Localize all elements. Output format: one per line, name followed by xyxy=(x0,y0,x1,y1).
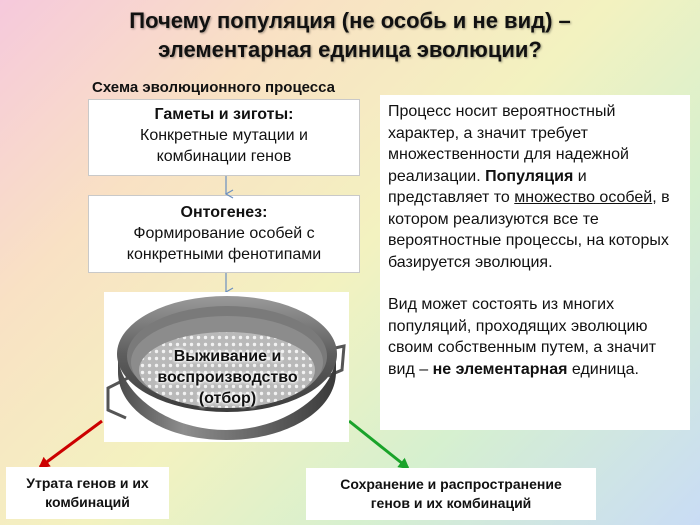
title-line-2: элементарная единица эволюции? xyxy=(158,37,542,62)
page-title: Почему популяция (не особь и не вид) – э… xyxy=(0,6,700,64)
gametes-text-line-2: комбинации генов xyxy=(156,148,292,165)
gametes-zygotes-box: Гаметы и зиготы: Конкретные мутации и ко… xyxy=(88,99,360,176)
explanation-box: Процесс носит вероятностный характер, а … xyxy=(380,95,690,430)
p1-text-c: и представляет то xyxy=(388,167,587,207)
p2-text-a: Вид может состоять из многих популяций, … xyxy=(388,296,657,378)
title-line-1: Почему популяция (не особь и не вид) – xyxy=(129,8,571,33)
selection-line-3: (отбор) xyxy=(198,390,257,407)
outcome-loss-line-1: Утрата генов и их xyxy=(26,475,149,491)
outcome-loss-box: Утрата генов и их комбинаций xyxy=(6,467,169,519)
p1-text-a: Процесс носит вероятностный характер, а … xyxy=(388,103,629,185)
outcome-loss-line-2: комбинаций xyxy=(45,494,130,510)
ontogenesis-text-line-2: конкретными фенотипами xyxy=(126,246,322,263)
p2-text-c: единица. xyxy=(567,360,639,378)
arrow-preservation xyxy=(348,419,410,470)
arrow-loss xyxy=(38,419,103,469)
gametes-text-line-1: Конкретные мутации и xyxy=(140,127,308,144)
p1-underline-set: множество особей xyxy=(514,189,653,206)
sieve-image xyxy=(104,292,349,442)
outcome-preservation-box: Сохранение и распространение генов и их … xyxy=(306,468,596,520)
selection-line-2: воспроизводство xyxy=(157,369,298,386)
p2-bold-not-elementary: не элементарная xyxy=(432,360,568,378)
outcome-preservation-line-2: генов и их комбинаций xyxy=(370,495,532,511)
explanation-paragraph-2: Вид может состоять из многих популяций, … xyxy=(388,294,682,380)
selection-line-1: Выживание и xyxy=(173,348,282,365)
p1-bold-population: Популяция xyxy=(485,167,574,185)
gametes-heading: Гаметы и зиготы: xyxy=(154,106,294,123)
ontogenesis-box: Онтогенез: Формирование особей с конкрет… xyxy=(88,195,360,273)
ontogenesis-heading: Онтогенез: xyxy=(180,204,268,221)
outcome-preservation-line-1: Сохранение и распространение xyxy=(340,476,562,492)
selection-label: Выживание и воспроизводство (отбор) xyxy=(140,346,315,409)
p1-text-e: , в котором реализуются все те вероятнос… xyxy=(388,189,670,271)
scheme-label: Схема эволюционного процесса xyxy=(92,79,336,96)
explanation-paragraph-1: Процесс носит вероятностный характер, а … xyxy=(388,101,682,273)
left-handle xyxy=(106,376,129,420)
ontogenesis-text-line-1: Формирование особей с xyxy=(133,225,315,242)
